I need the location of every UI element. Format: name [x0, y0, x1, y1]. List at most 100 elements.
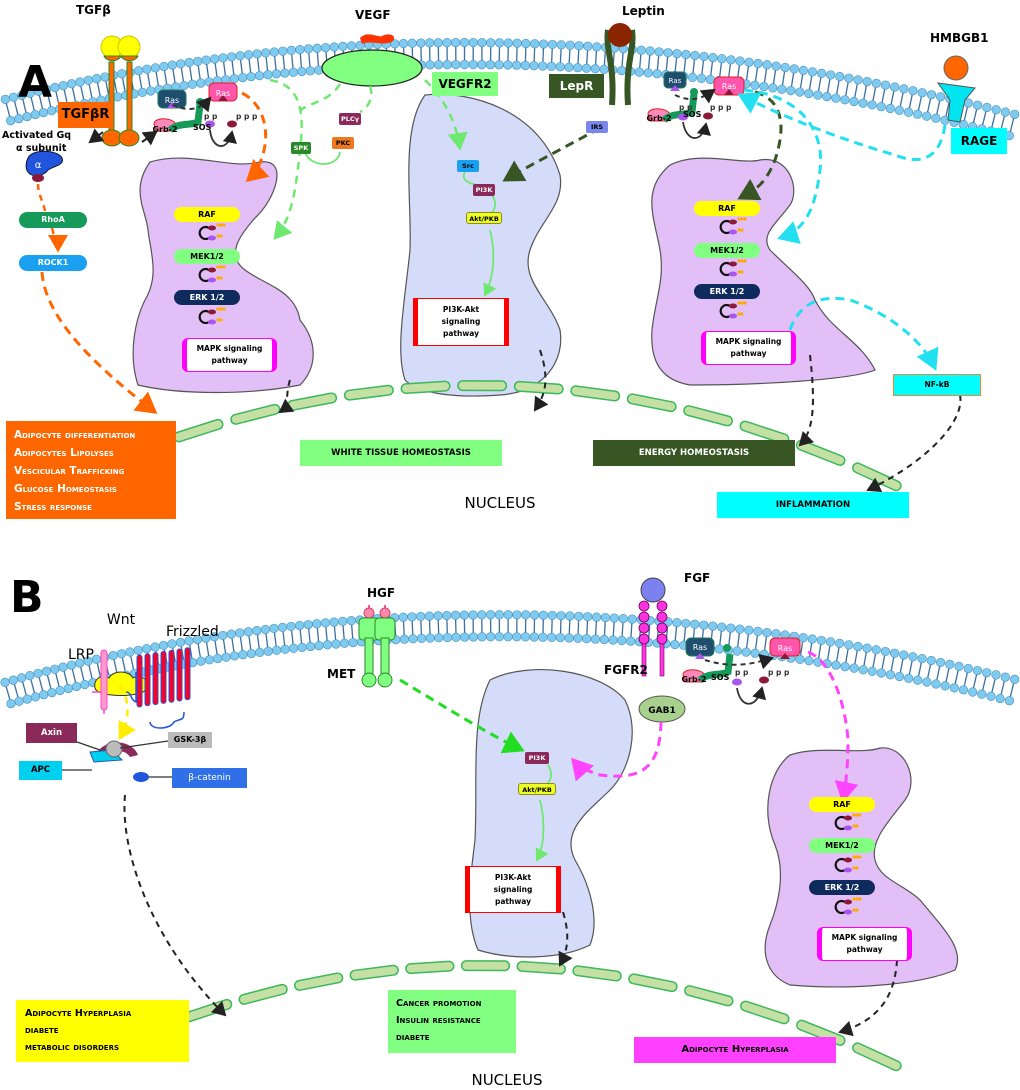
arrow-vegfr-to-raf: [269, 78, 303, 240]
pathway-line: pathway: [730, 349, 767, 358]
rhoa-node: RhoA: [19, 212, 87, 228]
destruction-complex: [61, 740, 172, 782]
phospho-icons-a-right: [719, 217, 747, 319]
tgfbr-label: TGFβR: [58, 102, 113, 128]
arrow-mapk-a-right-to-energy: [798, 354, 815, 447]
ras-label-b: Ras: [693, 643, 707, 652]
irs-node: IRS: [586, 121, 608, 133]
fgfr2-label: FGFR2: [604, 663, 648, 677]
arrow-rage-to-ras: [737, 92, 947, 162]
wnt-effects-box: Adipocyte Hyperplasia diabete metabolic …: [16, 1000, 189, 1062]
arrow-lepr-ras-to-raf: [737, 90, 783, 201]
met-receptor: [358, 605, 396, 688]
vegf-label: VEGF: [355, 8, 391, 22]
gab1-node: [638, 695, 686, 723]
rage-label: RAGE: [951, 128, 1007, 154]
ras-label-a-right: Ras: [669, 77, 682, 85]
grb2-label: Grb-2: [152, 125, 177, 134]
fgf-label: FGF: [684, 571, 710, 585]
wnt-label: Wnt: [107, 612, 136, 628]
arrow-rhoa-to-rock1: [47, 227, 68, 253]
pi3k-akt-pathway-b: PI3K-Akt signaling pathway: [465, 866, 561, 913]
effect-item: Cancer promotion: [396, 998, 482, 1009]
gq-alpha-symbol: α: [35, 160, 42, 171]
met-label: MET: [327, 667, 356, 681]
axin-node: Axin: [26, 723, 77, 743]
grb2-label-b: Grb-2: [681, 675, 706, 684]
nuclear-envelope-b: [183, 960, 902, 1072]
arrow-pkc-to-spk: [304, 151, 341, 165]
leptin-receptor: [604, 23, 636, 106]
pathway-line: MAPK signaling: [831, 933, 898, 942]
lrp-receptor: [92, 649, 108, 714]
cell-membrane-b: [0, 610, 1020, 709]
grb2-label-a-right: Grb-2: [646, 114, 671, 123]
vegfr2-receptor: [321, 49, 423, 87]
hmgb1-label: HMBGB1: [930, 31, 988, 45]
frizzled-receptor: [125, 647, 191, 729]
pathway-line: MAPK signaling: [196, 344, 263, 353]
vegfr2-label: VEGFR2: [432, 72, 498, 96]
raf-node-a-right: RAF: [694, 201, 760, 216]
pathway-line: signaling: [441, 317, 481, 326]
mapk-pathway-b: MAPK signaling pathway: [817, 927, 912, 961]
arrow-pi3k-b-to-akt: [547, 764, 553, 784]
vegf-ligand: [360, 34, 395, 44]
pi3k-node-a: PI3K: [473, 184, 495, 196]
phospho-icons-b: [834, 813, 862, 915]
arrow-tgfbr-to-grb2: [141, 130, 158, 146]
ras-complex-b: [682, 637, 801, 705]
mek-node-a-right: MEK1/2: [694, 243, 760, 258]
nuclear-envelope-a: [173, 380, 902, 492]
arrow-gq-to-rhoa: [36, 183, 47, 213]
nucleus-label-a: NUCLEUS: [464, 494, 535, 512]
arrow-vegfr-to-spk: [299, 83, 342, 112]
spk-node: SPK: [291, 142, 311, 154]
frizzled-label: Frizzled: [166, 624, 219, 640]
effect-item: diabete: [25, 1025, 59, 1036]
arrow-rock1-to-effects: [40, 271, 158, 414]
src-node: Src: [457, 160, 479, 172]
ras-complex-a-right: [647, 71, 745, 139]
arrow-irs-to-pi3k: [502, 126, 601, 182]
effect-item: Glucose Homeostasis: [14, 483, 117, 495]
effect-item: diabete: [396, 1032, 430, 1043]
pp-label-b: p p: [735, 668, 749, 677]
arrow-lrp-to-complex: [118, 684, 137, 741]
raf-node-b: RAF: [809, 797, 875, 812]
ras-active-label-a-right: Ras: [722, 82, 736, 91]
pathway-line: pathway: [442, 329, 479, 338]
pp-label: p p: [204, 112, 218, 121]
arrow-mapk-to-nfkb: [788, 296, 939, 371]
hmgb1-ligand: [943, 55, 969, 81]
gq-label-line1: Activated Gq: [2, 130, 71, 141]
nucleus-label-b: NUCLEUS: [471, 1071, 542, 1089]
gab1-label: GAB1: [648, 706, 675, 716]
arrow-pi3k-a-to-nucleus: [533, 349, 549, 412]
arrow-akt-to-pi3kpath: [483, 229, 497, 297]
panel-b-letter: B: [10, 572, 44, 623]
apc-node: APC: [19, 761, 62, 780]
sos-label-a-right: SOS: [683, 110, 702, 119]
fgfr2-receptor: [638, 577, 668, 677]
effect-item: Adipocytes Lipolyses: [14, 447, 114, 459]
tgfb-label: TGFβ: [76, 3, 111, 17]
arrow-met-to-pi3k: [399, 678, 525, 754]
pathway-line: pathway: [494, 897, 531, 906]
akt-node-b: Akt/PKB: [518, 783, 556, 795]
white-tissue-homeostasis-box: WHITE TISSUE HOMEOSTASIS: [300, 440, 502, 466]
tgfb-effects-box: Adipocyte differentiation Adipocytes Lip…: [6, 421, 176, 519]
pathway-line: MAPK signaling: [715, 337, 782, 346]
erk-node-a-left: ERK 1/2: [174, 290, 240, 305]
pi3k-cytoplasm-b: [469, 669, 633, 958]
raf-node-a-left: RAF: [174, 207, 240, 222]
hgf-label: HGF: [367, 586, 395, 600]
arrow-vegfr-to-plcy: [359, 85, 373, 114]
mapk-pathway-a-right: MAPK signaling pathway: [701, 331, 796, 365]
effect-item: metabolic disorders: [25, 1042, 120, 1053]
lepr-label: LepR: [549, 74, 604, 98]
rock1-node: ROCK1: [19, 255, 87, 271]
arrow-mapk-a-left-to-nucleus: [278, 379, 295, 414]
ras-complex-a-left: [153, 82, 238, 147]
effect-item: Adipocyte differentiation: [14, 429, 136, 441]
